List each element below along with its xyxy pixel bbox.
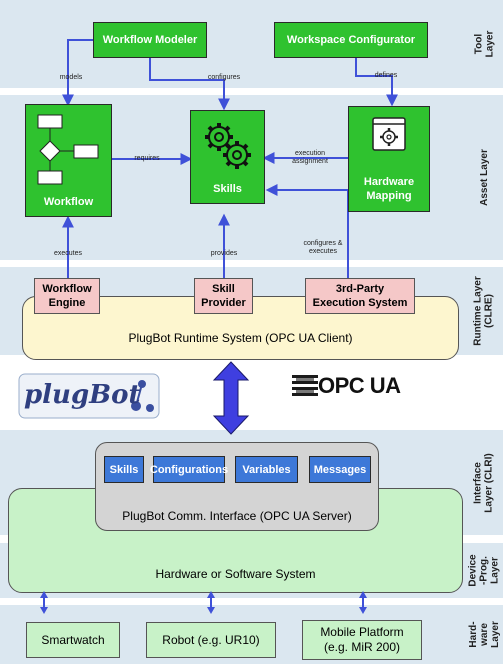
mobile-platform-box[interactable]: Mobile Platform (e.g. MiR 200) [302,620,422,660]
third-party-execution-box[interactable]: 3rd-Party Execution System [305,278,415,314]
configures-arrow [149,58,230,111]
hardware-settings-icon [372,117,406,151]
smartwatch-box[interactable]: Smartwatch [26,622,120,658]
interface-variables-box[interactable]: Variables [235,456,298,483]
interface-configurations-box[interactable]: Configurations [150,456,228,483]
skills-box[interactable]: Skills [190,110,265,204]
interface-messages-box[interactable]: Messages [309,456,371,483]
plugbot-logo-text: plugBot [24,380,141,410]
execution-assignment-label: execution assignment [292,150,328,165]
runtime-interface-double-arrow [212,361,250,435]
executes-label: executes [53,250,83,257]
workflow-modeler-box[interactable]: Workflow Modeler [93,22,207,58]
configures-label: configures [207,74,241,81]
hardware-software-system-label: Hardware or Software System [155,567,316,581]
configures-executes-arrow [265,184,349,278]
defines-label: defines [374,72,398,79]
gears-icon [205,123,251,169]
hardware-mapping-box[interactable]: Hardware Mapping [348,106,430,212]
provides-label: provides [210,250,238,257]
requires-label: requires [134,155,160,162]
interface-skills-box[interactable]: Skills [104,456,144,483]
defines-arrow [355,58,398,107]
robot-box[interactable]: Robot (e.g. UR10) [146,622,276,658]
workflow-diagram-icon [37,114,99,185]
comm-interface-label: PlugBot Comm. Interface (OPC UA Server) [122,509,352,523]
workspace-configurator-box[interactable]: Workspace Configurator [274,22,428,58]
models-label: models [59,74,83,81]
opcua-logo: OPC UA [292,372,402,402]
runtime-system-label: PlugBot Runtime System (OPC UA Client) [128,331,353,345]
workflow-box[interactable]: Workflow [25,104,112,217]
plugbot-logo: plugBot [18,368,166,424]
configures-executes-label: configures & executes [303,240,343,255]
opcua-logo-text: OPC UA [318,373,401,398]
models-arrow [62,39,93,107]
skill-provider-box[interactable]: Skill Provider [194,278,253,314]
workflow-engine-box[interactable]: Workflow Engine [34,278,100,314]
